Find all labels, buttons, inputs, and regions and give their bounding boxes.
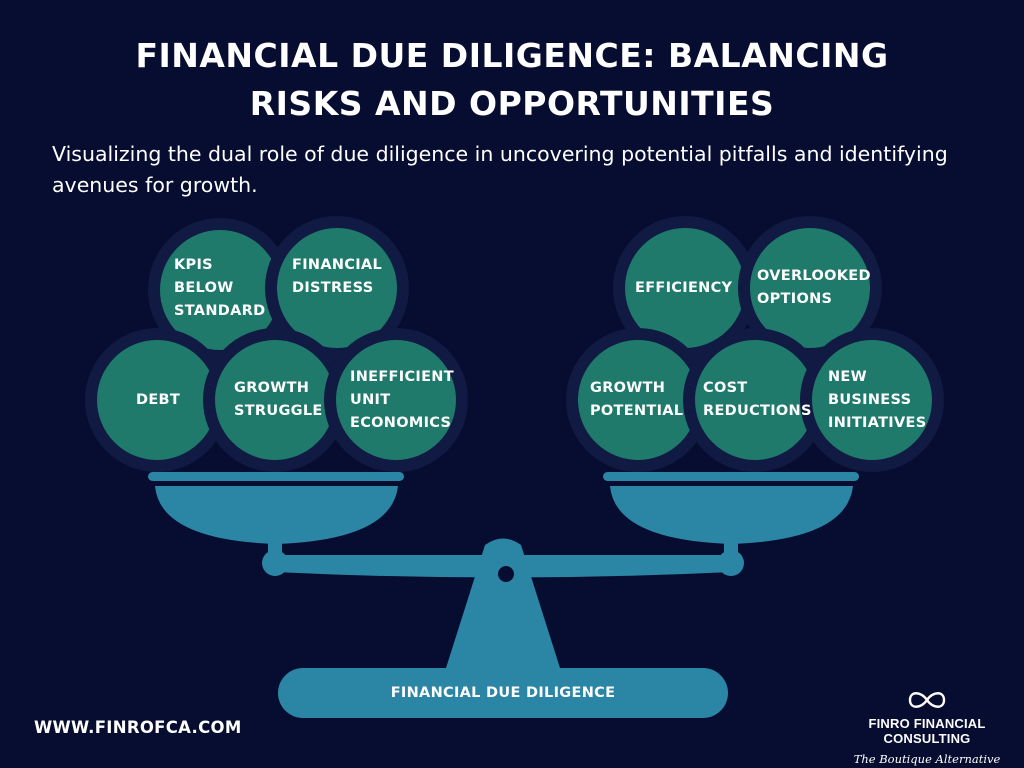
label-line: DISTRESS [292,280,374,296]
label-line: STRUGGLE [234,403,323,419]
label-overlooked-options: OVERLOOKED OPTIONS [757,265,871,311]
label-line: UNIT [350,392,391,408]
label-line: ECONOMICS [350,415,452,431]
risks-cluster [85,216,468,472]
label-financial-distress: FINANCIAL DISTRESS [292,254,382,300]
circle-financial-distress [265,216,409,360]
brand-block: FINRO FINANCIAL CONSULTING The Boutique … [830,690,1024,766]
circle-inefficient-unit-economics [324,328,468,472]
label-growth-potential: GROWTH POTENTIAL [590,377,683,423]
label-line: DEBT [136,392,181,408]
label-kpis-below-standard: KPIS BELOW STANDARD [174,254,265,323]
page-title: FINANCIAL DUE DILIGENCE: BALANCING RISKS… [0,32,1024,128]
label-line: BUSINESS [828,392,912,408]
brand-name: FINRO FINANCIAL CONSULTING [868,716,986,746]
label-line: GROWTH [234,380,310,396]
page-subtitle: Visualizing the dual role of due diligen… [52,142,948,197]
label-new-business-initiatives: NEW BUSINESS INITIATIVES [828,366,926,435]
infinity-logo-icon [908,692,946,708]
right-pan [603,472,859,544]
label-line: KPIS [174,257,213,273]
label-line: FINANCIAL [292,257,382,273]
left-pan [148,472,404,544]
label-growth-struggle: GROWTH STRUGGLE [234,377,323,423]
title-line-1: FINANCIAL DUE DILIGENCE: BALANCING [135,36,889,75]
brand-tagline: The Boutique Alternative [853,752,1001,766]
label-cost-reductions: COST REDUCTIONS [703,377,812,423]
label-line: STANDARD [174,303,266,319]
label-line: POTENTIAL [590,403,684,419]
label-line: OPTIONS [757,291,833,307]
label-line: NEW [828,369,867,385]
label-debt: DEBT [136,389,180,412]
label-line: OVERLOOKED [757,268,871,284]
scale-base-label: FINANCIAL DUE DILIGENCE [390,685,616,701]
label-line: INEFFICIENT [350,369,454,385]
label-line: INITIATIVES [828,415,927,431]
circle-new-business-initiatives [800,328,944,472]
label-inefficient-unit-economics: INEFFICIENT UNIT ECONOMICS [350,366,454,435]
scale-base [278,668,728,718]
label-line: EFFICIENCY [635,280,733,296]
label-line: GROWTH [590,380,666,396]
title-line-2: RISKS AND OPPORTUNITIES [249,84,775,123]
website-url[interactable]: WWW.FINROFCA.COM [34,718,242,737]
scale-post [446,538,560,668]
label-line: REDUCTIONS [703,403,812,419]
opportunities-cluster [566,216,944,472]
label-efficiency: EFFICIENCY [635,277,732,300]
label-line: BELOW [174,280,234,296]
label-line: COST [703,380,748,396]
